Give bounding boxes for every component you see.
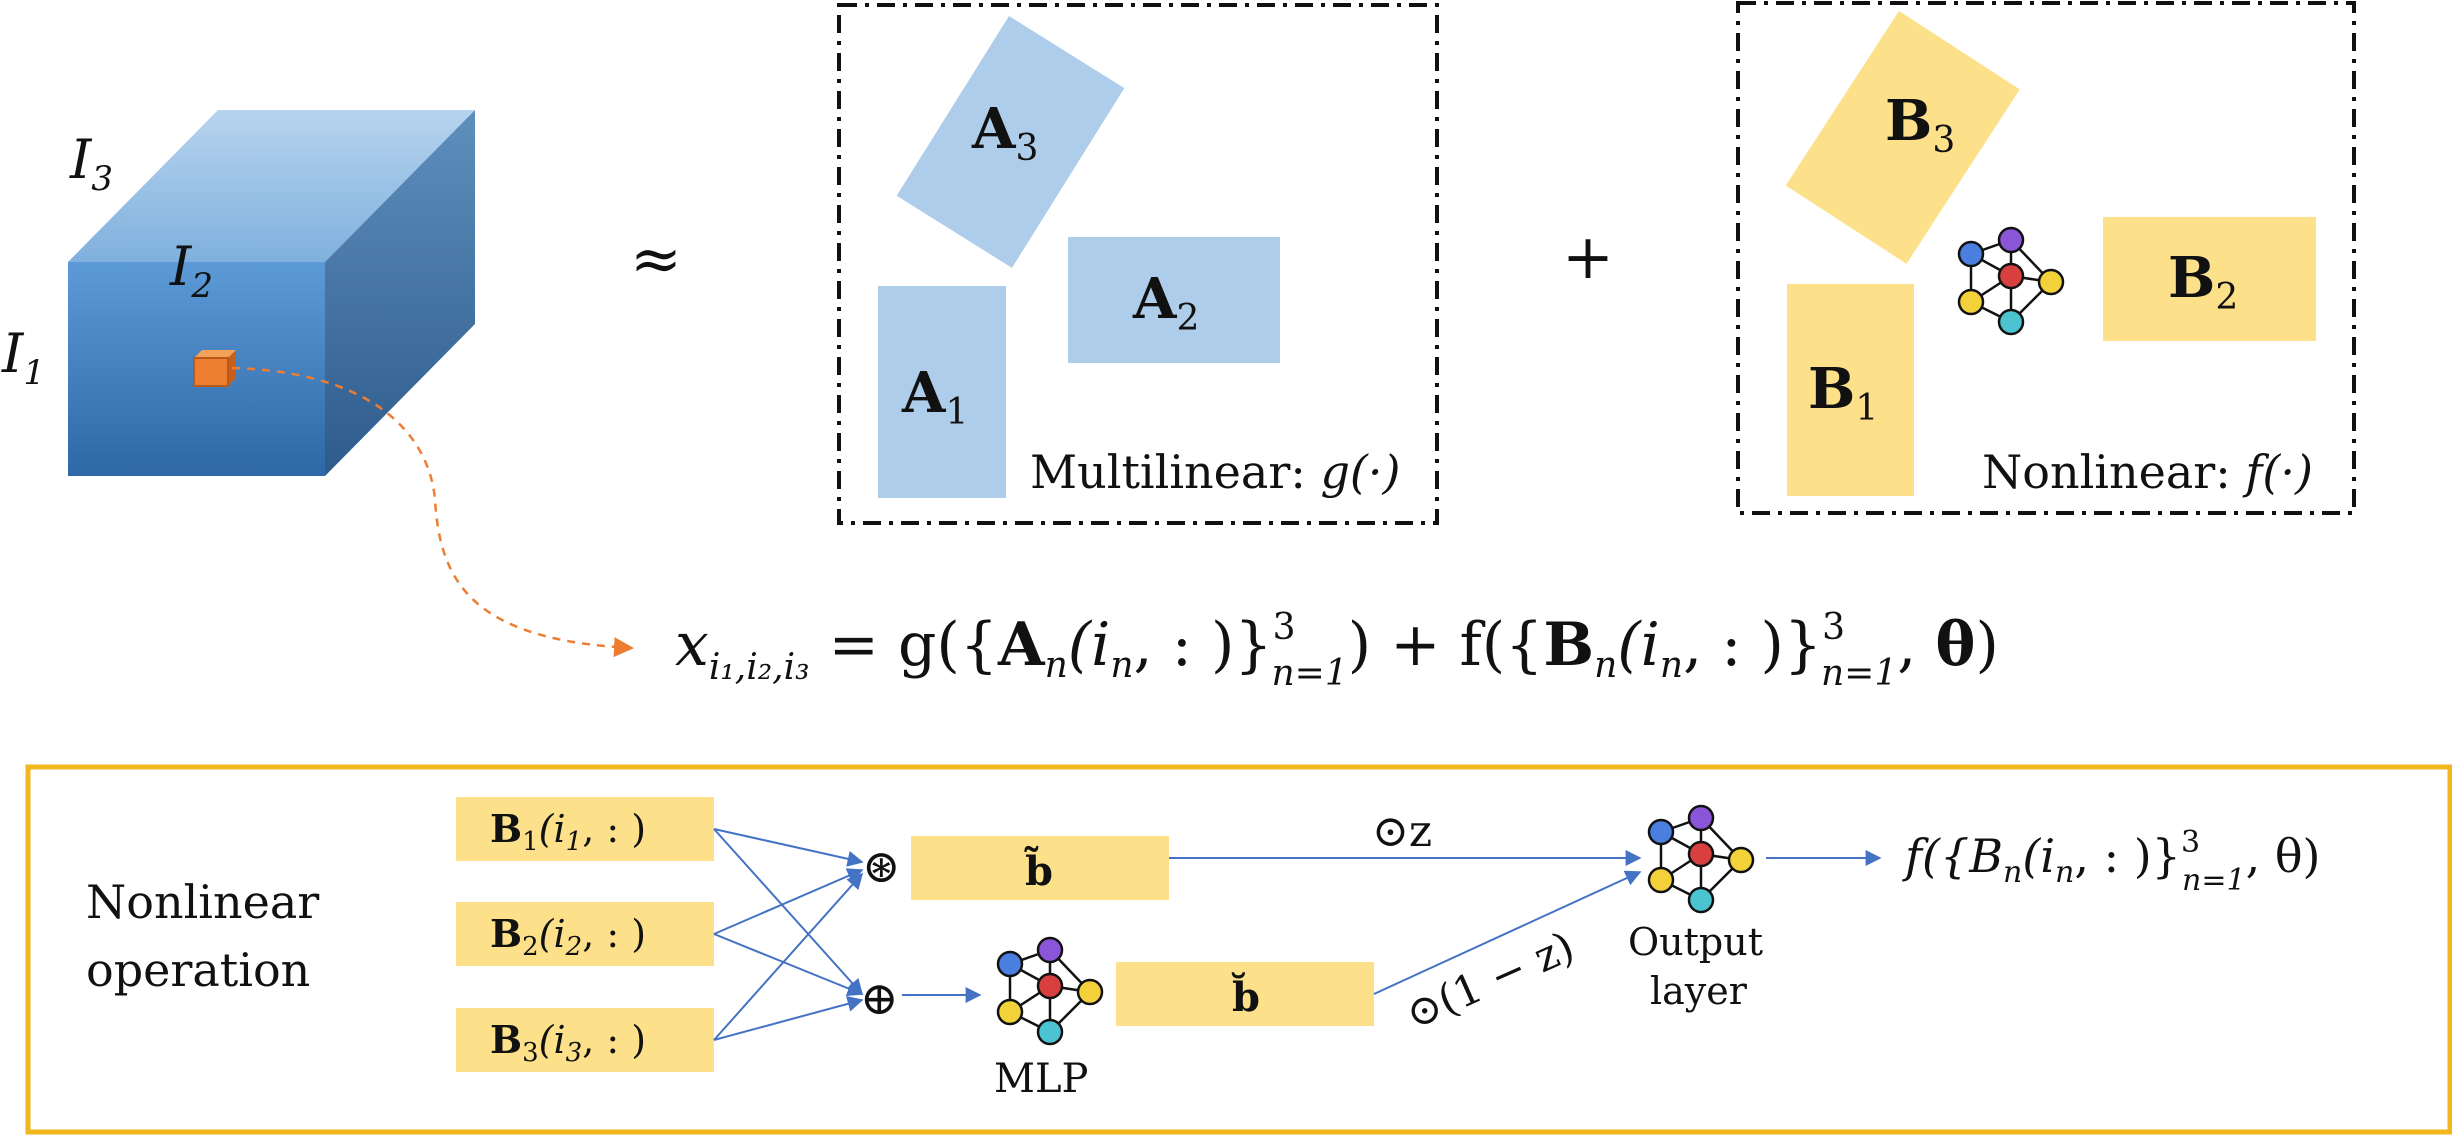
factor-b2 bbox=[2103, 217, 2316, 341]
factor-b3 bbox=[1785, 11, 2020, 264]
dim-label-i3: I3 bbox=[69, 128, 113, 199]
dim-label-i2: I2 bbox=[169, 235, 213, 306]
input-box-b1 bbox=[456, 797, 714, 861]
multilinear-caption: Multilinear: g(·) bbox=[1030, 445, 1400, 499]
dim-label-i1: I1 bbox=[1, 322, 45, 393]
multilinear-frame bbox=[837, 3, 1439, 525]
factor-b1-label: B1 bbox=[1808, 356, 1878, 429]
b-tilde-box bbox=[911, 836, 1169, 900]
cube-top-face bbox=[68, 110, 475, 262]
element-to-equation-arrow bbox=[231, 366, 634, 658]
input-label-b3: B3(i3, : ) bbox=[490, 1017, 646, 1068]
nonlinear-frame bbox=[1736, 1, 2356, 515]
tensor-cube bbox=[68, 110, 475, 476]
input-box-b2 bbox=[456, 902, 714, 966]
operation-frame bbox=[25, 764, 2452, 1135]
output-layer-label-line1: Output bbox=[1628, 920, 1763, 964]
factor-b1 bbox=[1787, 284, 1914, 496]
factor-a2 bbox=[1068, 237, 1280, 363]
input-label-b2: B2(i2, : ) bbox=[490, 911, 646, 962]
gate-z-label: ⊙z bbox=[1372, 806, 1432, 857]
factor-a1-label: A1 bbox=[901, 360, 968, 433]
mlp-label: MLP bbox=[994, 1056, 1088, 1102]
factor-a3 bbox=[896, 16, 1125, 268]
gate-one-minus-z-label: ⊙(1 − z) bbox=[1398, 922, 1581, 1039]
output-layer-label-line2: layer bbox=[1650, 969, 1748, 1013]
b-breve-box bbox=[1116, 962, 1374, 1026]
nonlinear-operation-panel: Nonlinear operation B1(i1, : ) B2(i2, : … bbox=[25, 764, 2452, 1135]
operation-title-line1: Nonlinear bbox=[86, 875, 319, 929]
approx-symbol: ≈ bbox=[630, 222, 682, 295]
factor-b2-label: B2 bbox=[2168, 245, 2238, 318]
b-breve-label: b̆ bbox=[1231, 973, 1260, 1021]
tensor-element-cube-icon bbox=[193, 350, 236, 387]
b-breve-to-output-arrow bbox=[1373, 870, 1642, 995]
output-layer-network-icon bbox=[1647, 804, 1755, 914]
b-tilde-label: b̃ bbox=[1023, 847, 1053, 895]
input-label-b1: B1(i1, : ) bbox=[490, 806, 646, 857]
neural-network-icon bbox=[1957, 226, 2065, 336]
sum-operator-icon: ⊕ bbox=[860, 971, 899, 1025]
factor-a3-label: A3 bbox=[971, 96, 1038, 169]
hadamard-operator-icon: ⊛ bbox=[862, 839, 901, 893]
input-box-b3 bbox=[456, 1008, 714, 1072]
factor-a1 bbox=[878, 286, 1006, 498]
factor-b3-label: B3 bbox=[1885, 88, 1955, 161]
factor-a2-label: A2 bbox=[1132, 266, 1199, 339]
nonlinear-caption: Nonlinear: f(·) bbox=[1982, 445, 2313, 499]
nonlinear-panel: B1 B2 B3 Nonlinear: f(·) bbox=[1736, 1, 2356, 515]
input-connections bbox=[713, 828, 864, 1041]
cube-side-face bbox=[325, 110, 475, 476]
operation-title-line2: operation bbox=[86, 943, 310, 997]
mlp-network-icon bbox=[996, 936, 1104, 1046]
plus-symbol: + bbox=[1562, 220, 1614, 293]
multilinear-panel: A1 A2 A3 Multilinear: g(·) bbox=[837, 3, 1439, 525]
